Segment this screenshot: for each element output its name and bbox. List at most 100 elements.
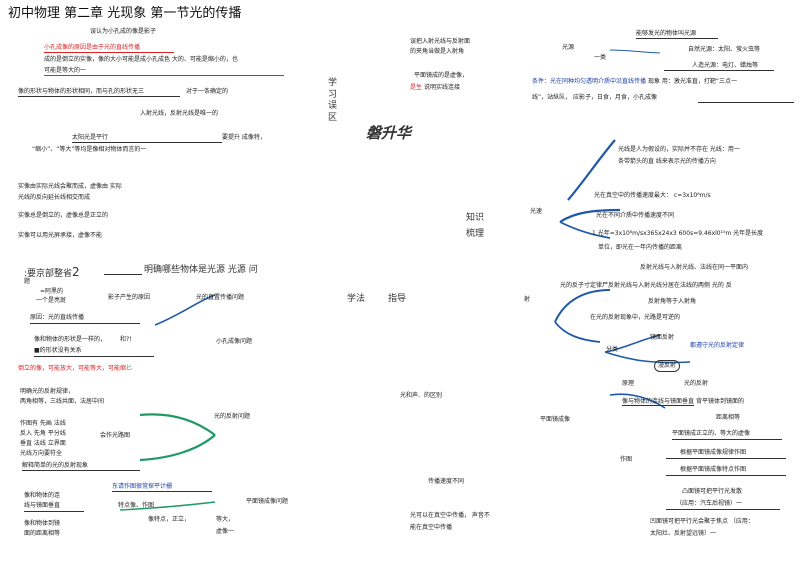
branch-speed-2 <box>559 221 611 239</box>
reflection-law-plane: 反射光线与入射光线、法线在同一平面内 <box>640 264 749 271</box>
plane-mirror-feature: 平面镜成正立的、等大的虚像 <box>672 430 751 437</box>
principle-label: 原理 <box>622 380 635 387</box>
light-year: 1 光年=3x10⁸m/sx365x24x3 600s=9.46xl0¹⁵m 光… <box>592 230 764 237</box>
plane-mirror-question: 平面镜成像问题 <box>246 498 289 505</box>
natural-source: 自然光源：太阳、萤火虫等 <box>688 46 761 53</box>
reflection-law-sides: 光的反子寸定律尸反射光线与入射光线分居在法线的两侧 光的 反 <box>560 282 732 289</box>
shape-unrelated: ■的形状没有关系 <box>34 347 82 354</box>
pinhole-shape: 像的形状与物体的形状相同，而与孔的形状无三 <box>18 88 145 95</box>
shadow-cause: 影子产生的原因 <box>108 294 151 301</box>
specular-reflection: 镜面反射 <box>650 334 675 341</box>
vacuum-1: 光可以在真空中传播， 声音不 <box>410 512 490 519</box>
classification-label: 一类 <box>594 54 607 61</box>
section-method: 学法 <box>347 294 366 304</box>
misconception-virtual-1: 平面镜成的是虚像， <box>414 72 469 79</box>
branch-speed <box>559 208 621 223</box>
question-2-prefix: :要京部整省2 <box>24 265 80 279</box>
pinhole-cause: 小孔成像的原因是由于光的直线传播 <box>44 44 141 51</box>
convex-application: （应用：汽车后视镜）一 <box>676 500 743 507</box>
classification-reflect: 分类 <box>606 346 619 353</box>
branch-left-plane <box>119 501 216 511</box>
section-guide: 指导 <box>388 294 407 304</box>
reflection-law-angles: 反射角等于入射角 <box>648 298 697 305</box>
real-virtual-4: 实像可以用光屏承接，虚像不能 <box>18 232 103 239</box>
mirror-perpendicular: 像与物体的连线与镜面垂直 背平镜体到镜面的 <box>622 398 744 406</box>
question-2-number: 2 <box>72 265 80 279</box>
misconception-virtual-2: 是生 说明实线连接 <box>410 84 460 91</box>
draw-method: 东请作图很常探平计栅 <box>112 483 173 490</box>
misconception-shadow: 误认为小孔成的像是影子 <box>90 28 157 35</box>
phenomena-examples: 线”，站纵队， 应影子，日食，月食，小孔成像 <box>532 94 658 101</box>
misconception-angle-1: 误把入射光线与反射面 <box>410 38 471 45</box>
cause-straight-line: 原因：光的直线传播 <box>30 314 85 321</box>
propagation-condition: 条件：光在同种均匀透明介质中沿直线传播 现象 用：激光准直，打靶“三点一 <box>532 78 737 85</box>
speed-in-vacuum: 光在真空中的传播速度最大： c=3x10⁸m/s <box>594 192 711 199</box>
branch-left-shadow <box>154 294 216 326</box>
shadow-dark: =阿黑的 <box>40 288 64 295</box>
draw-by-law: 根据平面镜成像规律作图 <box>680 449 747 456</box>
both-obey-law: 都遵守光的反射定律 <box>690 342 745 349</box>
branch-sources <box>609 49 661 54</box>
draw-step-1: 作图有 先画 法线 <box>20 420 66 427</box>
speed-difference: 传播速度不同 <box>428 478 465 485</box>
draw-step-2: 反入 先角 平分线 <box>20 430 66 437</box>
relative-size-note: “缩小”、“等大”等均是像相对物体而言的一 <box>32 146 147 153</box>
concave-mirror: 凹面镜可把平行光会聚于焦点 （应用： <box>650 518 754 525</box>
light-vs-sound: 光和声、的区别 <box>400 392 443 399</box>
speed-in-media: 光在不同介质中传播速度不同 <box>596 212 675 219</box>
drawing-label: 作图 <box>620 456 633 463</box>
reflection-law-1: 明确光的反射规律， <box>20 388 75 395</box>
feature-equal: 等大， <box>216 516 235 523</box>
distance-1: 像和物体到镜 <box>24 520 61 527</box>
page-title: 初中物理 第二章 光现象 第一节光的传播 <box>8 6 242 21</box>
light-source-question-2: 题 <box>24 278 31 285</box>
real-virtual-1: 实像由实际光线会聚而成，虚像由 实际 <box>18 183 122 190</box>
straight-propagation-question: 光的直置传播问题 <box>196 294 245 301</box>
reflection-law-2: 两角相等，三线共面，法居中间 <box>20 398 105 405</box>
real-virtual-2: 光线的反向延长线相交而成 <box>18 194 91 201</box>
branch-left-reflect <box>139 413 216 436</box>
draw-step-4: 光线方向要符全 <box>20 450 63 457</box>
feature-drawing: 特点像、作图 <box>118 502 155 509</box>
section-knowledge: 知识 梳理 <box>466 213 485 240</box>
branch-right-plane <box>609 393 666 409</box>
section-misconceptions: 学 习 误 区 <box>328 78 338 124</box>
branch-ray <box>567 139 616 201</box>
explain-reflection: 解释简单的光的反射现象 <box>22 462 89 469</box>
shape-same: 像和物体的形状是一样的，和?! <box>34 336 132 343</box>
draw-by-feature: 根据平面镜成像特点作图 <box>680 466 747 473</box>
light-year-definition: 单位，即光在一年内传播的距离 <box>598 244 683 251</box>
reversible-path: 在光的反射现象中，光路是可逆的 <box>590 314 681 321</box>
feature-upright: 像特点，正立， <box>148 516 191 523</box>
sunlight-parallel: 太阳光是平行 <box>72 134 109 141</box>
branch-classify <box>604 334 661 353</box>
symmetry-2: 线与镜面垂直 <box>24 502 61 509</box>
speed-label: 光速 <box>530 208 543 215</box>
feature-virtual: 虚像一 <box>216 528 235 535</box>
artificial-source: 人造光源：电灯、蜡烛等 <box>692 62 759 69</box>
branch-reflect-law-2 <box>554 321 601 343</box>
light-source-question: 明确哪些物体是光源 光源 问 <box>144 265 258 275</box>
one-ray-note: 对于一条确定的 <box>186 88 229 95</box>
ray-definition-2: 条带箭头的直 线来表示光的传播方向 <box>618 158 716 165</box>
reflection-question: 光的反射问题 <box>214 413 251 420</box>
distance-2: 面的距离相等 <box>24 530 61 537</box>
inverted-image: 倒立的像，可能放大，可能等大，可能缩匕 <box>18 365 133 372</box>
real-virtual-3: 实像总是倒立的，虚像总是正立的 <box>18 212 109 219</box>
ray-definition-1: 光线是人为假设的，实际并不存在 光线：用一 <box>618 146 740 153</box>
plane-mirror-imaging: 平面镜成像 <box>540 416 571 423</box>
light-source-label: 光源 <box>562 44 575 51</box>
pinhole-question: 小孔成像问题 <box>216 338 253 345</box>
mirror-distance-equal: 距离相等 <box>716 414 741 421</box>
misconception-angle-2: 的夹角当做是入射角 <box>410 48 465 55</box>
diffuse-reflection: 漫反射 <box>654 360 681 372</box>
unique-reflection: 入射光线，反射光线是唯一的 <box>140 110 219 117</box>
concave-application: 太阳灶、反射望远镜）一 <box>650 530 717 537</box>
watermark-text: 磐升华 <box>366 124 412 142</box>
light-source-definition: 能够发光的物体叫光源 <box>636 30 697 37</box>
reflection-heading: 光的反射 <box>684 380 709 387</box>
vacuum-2: 能在真空中传播 <box>410 524 453 531</box>
pinhole-equal: 可能是等大的一 <box>44 67 87 74</box>
symmetry-1: 像和物体的连 <box>24 492 61 499</box>
